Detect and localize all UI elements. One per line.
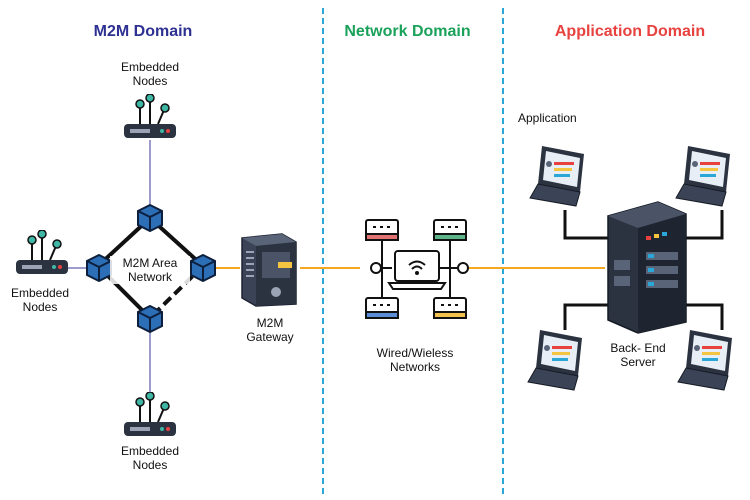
wired-wireless-networks-label: Wired/Wieless Networks — [376, 346, 454, 374]
network-device-bottom-left-icon — [365, 297, 399, 319]
bottom-embedded-nodes-label: Embedded Nodes — [120, 444, 180, 472]
application-domain-title: Application Domain — [554, 23, 706, 40]
application-laptop-top-right-icon — [675, 146, 730, 207]
switch-junction-icons — [370, 262, 469, 274]
application-laptop-top-left-icon — [529, 146, 584, 207]
m2m-domain-title: M2M Domain — [93, 23, 193, 40]
mesh-node-right-cube-icon — [190, 254, 216, 282]
left-embedded-nodes-label: Embedded Nodes — [10, 286, 70, 314]
divider-m2m-network — [322, 8, 324, 494]
application-laptop-bottom-right-icon — [677, 330, 732, 391]
network-device-top-right-icon — [433, 219, 467, 241]
top-embedded-nodes-label: Embedded Nodes — [120, 60, 180, 88]
embedded-node-top-router-icon — [124, 94, 176, 138]
m2m-area-network-label: M2M Area Network — [110, 256, 190, 284]
m2m-gateway-icon — [241, 233, 297, 307]
application-laptop-bottom-left-icon — [527, 330, 582, 391]
network-device-top-left-icon — [365, 219, 399, 241]
backend-server-label: Back- End Server — [610, 341, 666, 369]
wifi-hub-laptop-icon — [387, 250, 447, 290]
m2m-gateway-label: M2M Gateway — [246, 316, 294, 344]
network-device-bottom-right-icon — [433, 297, 467, 319]
mesh-node-top-cube-icon — [137, 204, 163, 232]
application-label: Application — [518, 111, 577, 125]
backend-server-icon — [607, 201, 687, 334]
embedded-node-bottom-router-icon — [124, 392, 176, 436]
divider-network-application — [502, 8, 504, 494]
embedded-node-left-router-icon — [16, 230, 68, 274]
mesh-node-left-cube-icon — [86, 254, 112, 282]
network-domain-title: Network Domain — [344, 23, 471, 40]
mesh-node-bottom-cube-icon — [137, 305, 163, 333]
